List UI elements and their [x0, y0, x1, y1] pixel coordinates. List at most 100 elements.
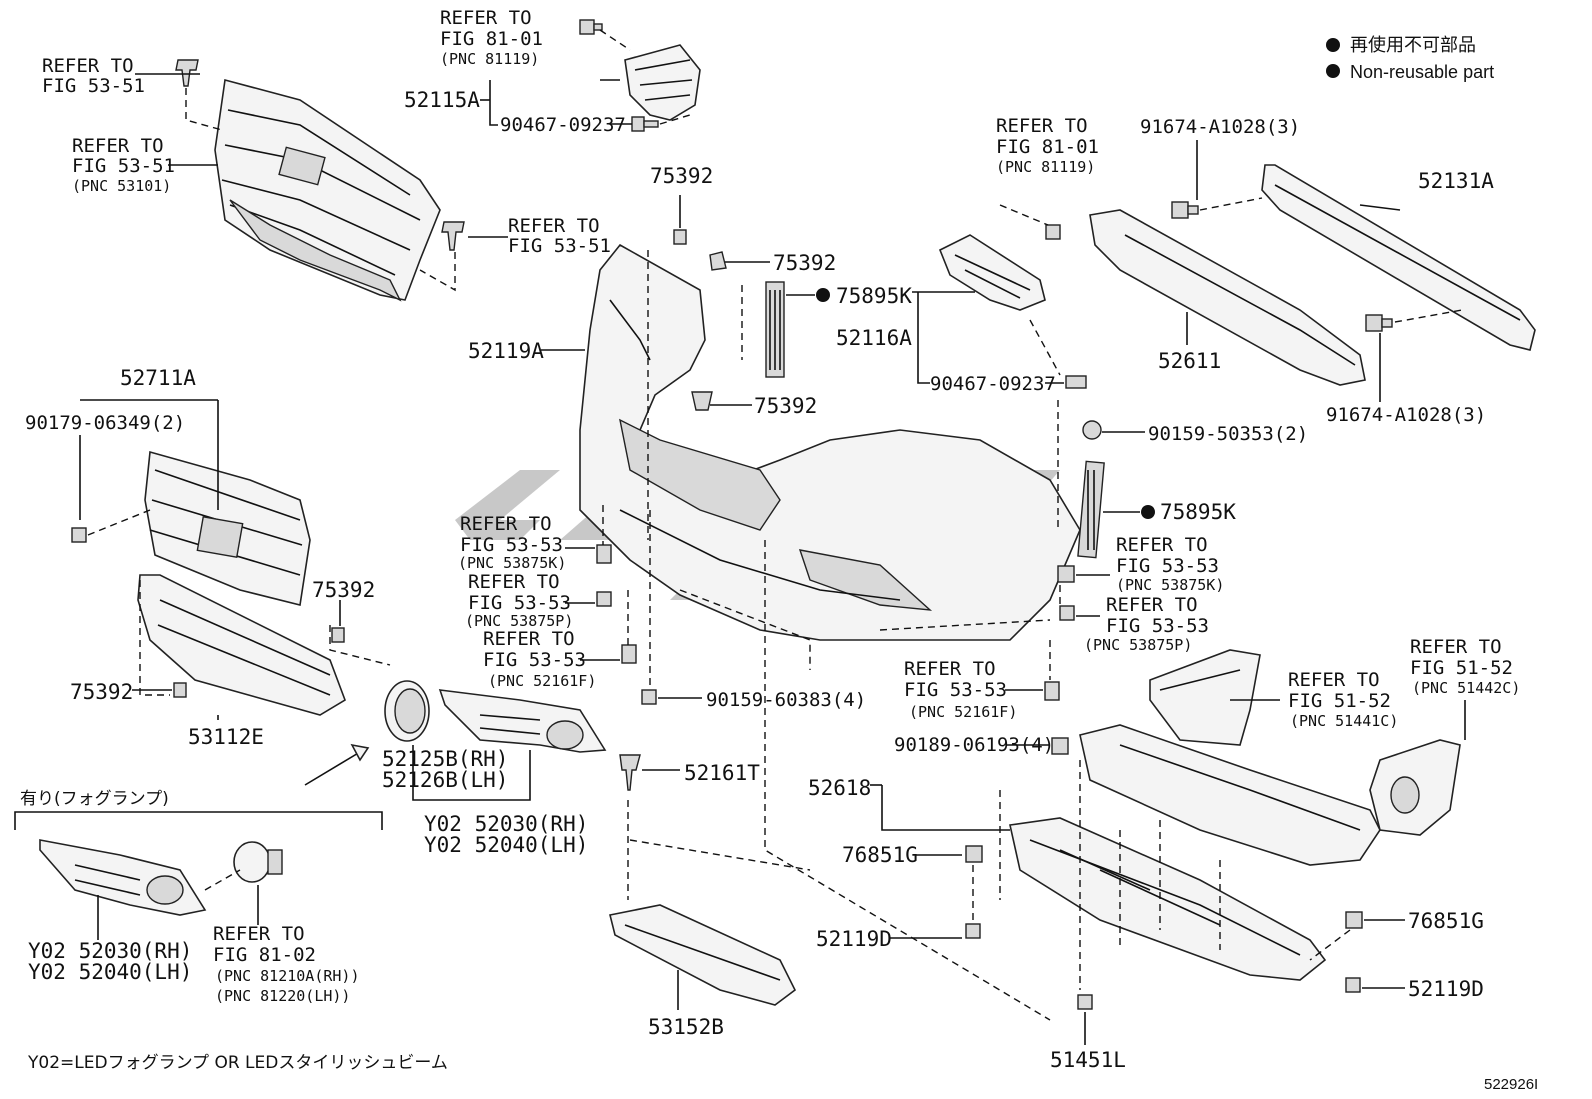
refer-pnc: (PNC 52161F): [909, 703, 1017, 721]
refer-label: REFER TO: [213, 923, 305, 945]
bumper-bracket-52116A: [938, 234, 1046, 311]
bolt-icon: [596, 591, 612, 607]
part-number: 90159-60383(4): [706, 689, 866, 711]
part-number: 52131A: [1418, 169, 1494, 193]
refer-pnc: (PNC 53875P): [465, 612, 573, 630]
part-number: 52611: [1158, 349, 1221, 373]
clip-icon: [71, 527, 87, 543]
energy-absorber-52611: [1089, 209, 1366, 386]
clip-icon: [1044, 681, 1060, 701]
non-reusable-bullet-icon: [1141, 505, 1155, 519]
lower-grille-53112E: [137, 574, 346, 716]
part-number: 91674-A1028(3): [1140, 116, 1300, 138]
legend-jp: 再使用不可部品: [1350, 35, 1476, 55]
non-reusable-bullet-icon: [1326, 38, 1340, 52]
emblem-icon: [278, 146, 326, 186]
part-number: 52125B(RH): [382, 747, 508, 771]
part-number: 90189-06193(4): [894, 734, 1054, 756]
part-number: Y02 52030(RH): [28, 939, 192, 963]
bolt-icon: [1365, 314, 1393, 332]
refer-fig: FIG 51-52: [1410, 657, 1513, 679]
part-number: 75392: [773, 251, 836, 275]
part-number: 75392: [650, 164, 713, 188]
radiator-support-cover-53152B: [609, 904, 797, 1006]
refer-pnc: (PNC 81119): [996, 158, 1095, 176]
part-number: 52119A: [468, 339, 544, 363]
bumper-bracket-52115A: [624, 44, 701, 121]
bolt-icon: [1077, 994, 1093, 1010]
refer-pnc: (PNC 51441C): [1290, 712, 1398, 730]
part-number: 75895K: [1160, 500, 1236, 524]
arrow-icon: [304, 743, 370, 786]
refer-fig: FIG 53-53: [468, 592, 571, 614]
clip-icon: [173, 682, 187, 698]
side-cover-52618: [1149, 649, 1261, 746]
bumper-reinforcement-52131A: [1261, 164, 1536, 351]
refer-label: REFER TO: [1288, 669, 1380, 691]
refer-fig: FIG 53-51: [72, 155, 175, 177]
refer-pnc: (PNC 51442C): [1412, 679, 1520, 697]
bolt-icon: [965, 923, 981, 939]
part-number: 52119D: [1408, 977, 1484, 1001]
part-number: 52115A: [404, 88, 480, 112]
clip-icon: [619, 754, 641, 791]
refer-fig: FIG 81-01: [440, 28, 543, 50]
part-number: 75392: [754, 394, 817, 418]
bolt-icon: [1045, 224, 1061, 240]
clip-icon: [709, 251, 727, 271]
part-number: 90159-50353(2): [1148, 423, 1308, 445]
part-number: 75895K: [836, 284, 912, 308]
refer-fig: FIG 51-52: [1288, 690, 1391, 712]
part-number: 76851G: [842, 843, 918, 867]
part-number: 52618: [808, 776, 871, 800]
part-number: 51451L: [1050, 1048, 1126, 1072]
refer-fig: FIG 81-02: [213, 944, 316, 966]
refer-pnc: (PNC 52161F): [488, 672, 596, 690]
refer-fig: FIG 53-53: [1106, 615, 1209, 637]
legend: 再使用不可部品 Non-reusable part: [1326, 35, 1494, 82]
lower-grille-52711A: [144, 450, 311, 606]
upper-grille: [214, 78, 441, 302]
front-bumper-cover: [579, 243, 1081, 641]
refer-fig: FIG 53-53: [483, 649, 586, 671]
refer-pnc: (PNC 81119): [440, 50, 539, 68]
fog-lamp-icon: [233, 841, 283, 883]
clip-icon: [621, 644, 637, 664]
refer-label: REFER TO: [904, 658, 996, 680]
refer-label: REFER TO: [1106, 594, 1198, 616]
part-number: 53152B: [648, 1015, 724, 1039]
refer-label: REFER TO: [468, 571, 560, 593]
fog-cover-52125B: [384, 680, 430, 742]
bolt-icon: [579, 19, 603, 35]
footnote: Y02=LEDフォグランプ OR LEDスタイリッシュビーム: [27, 1053, 448, 1073]
clip-icon: [673, 229, 687, 245]
nut-icon: [1082, 420, 1102, 440]
part-number: 76851G: [1408, 909, 1484, 933]
clip-icon: [965, 845, 983, 863]
clip-icon: [441, 221, 465, 251]
part-number: 52119D: [816, 927, 892, 951]
part-number: 75392: [70, 680, 133, 704]
refer-pnc: (PNC 53875P): [1084, 636, 1192, 654]
part-number: 90179-06349(2): [25, 412, 185, 434]
refer-label: REFER TO: [508, 215, 600, 237]
seal-strip-75895K: [765, 281, 785, 378]
refer-label: REFER TO: [460, 513, 552, 535]
refer-pnc: (PNC 53875K): [458, 554, 566, 572]
refer-pnc: (PNC 53875K): [1116, 576, 1224, 594]
part-number: 53112E: [188, 725, 264, 749]
refer-label: REFER TO: [42, 55, 134, 77]
refer-pnc: (PNC 53101): [72, 177, 171, 195]
fog-cover-52030: [438, 689, 607, 753]
fog-section-title: 有り(フォグランプ): [20, 789, 169, 809]
clip-icon: [596, 544, 612, 564]
part-number: 52161T: [684, 761, 760, 785]
non-reusable-bullet-icon: [816, 288, 830, 302]
refer-label: REFER TO: [72, 135, 164, 157]
bolt-icon: [641, 689, 657, 705]
refer-label: REFER TO: [440, 7, 532, 29]
bolt-icon: [1345, 977, 1361, 993]
seal-strip-75895K: [1077, 460, 1105, 559]
refer-pnc: (PNC 81210A(RH)): [215, 967, 360, 985]
